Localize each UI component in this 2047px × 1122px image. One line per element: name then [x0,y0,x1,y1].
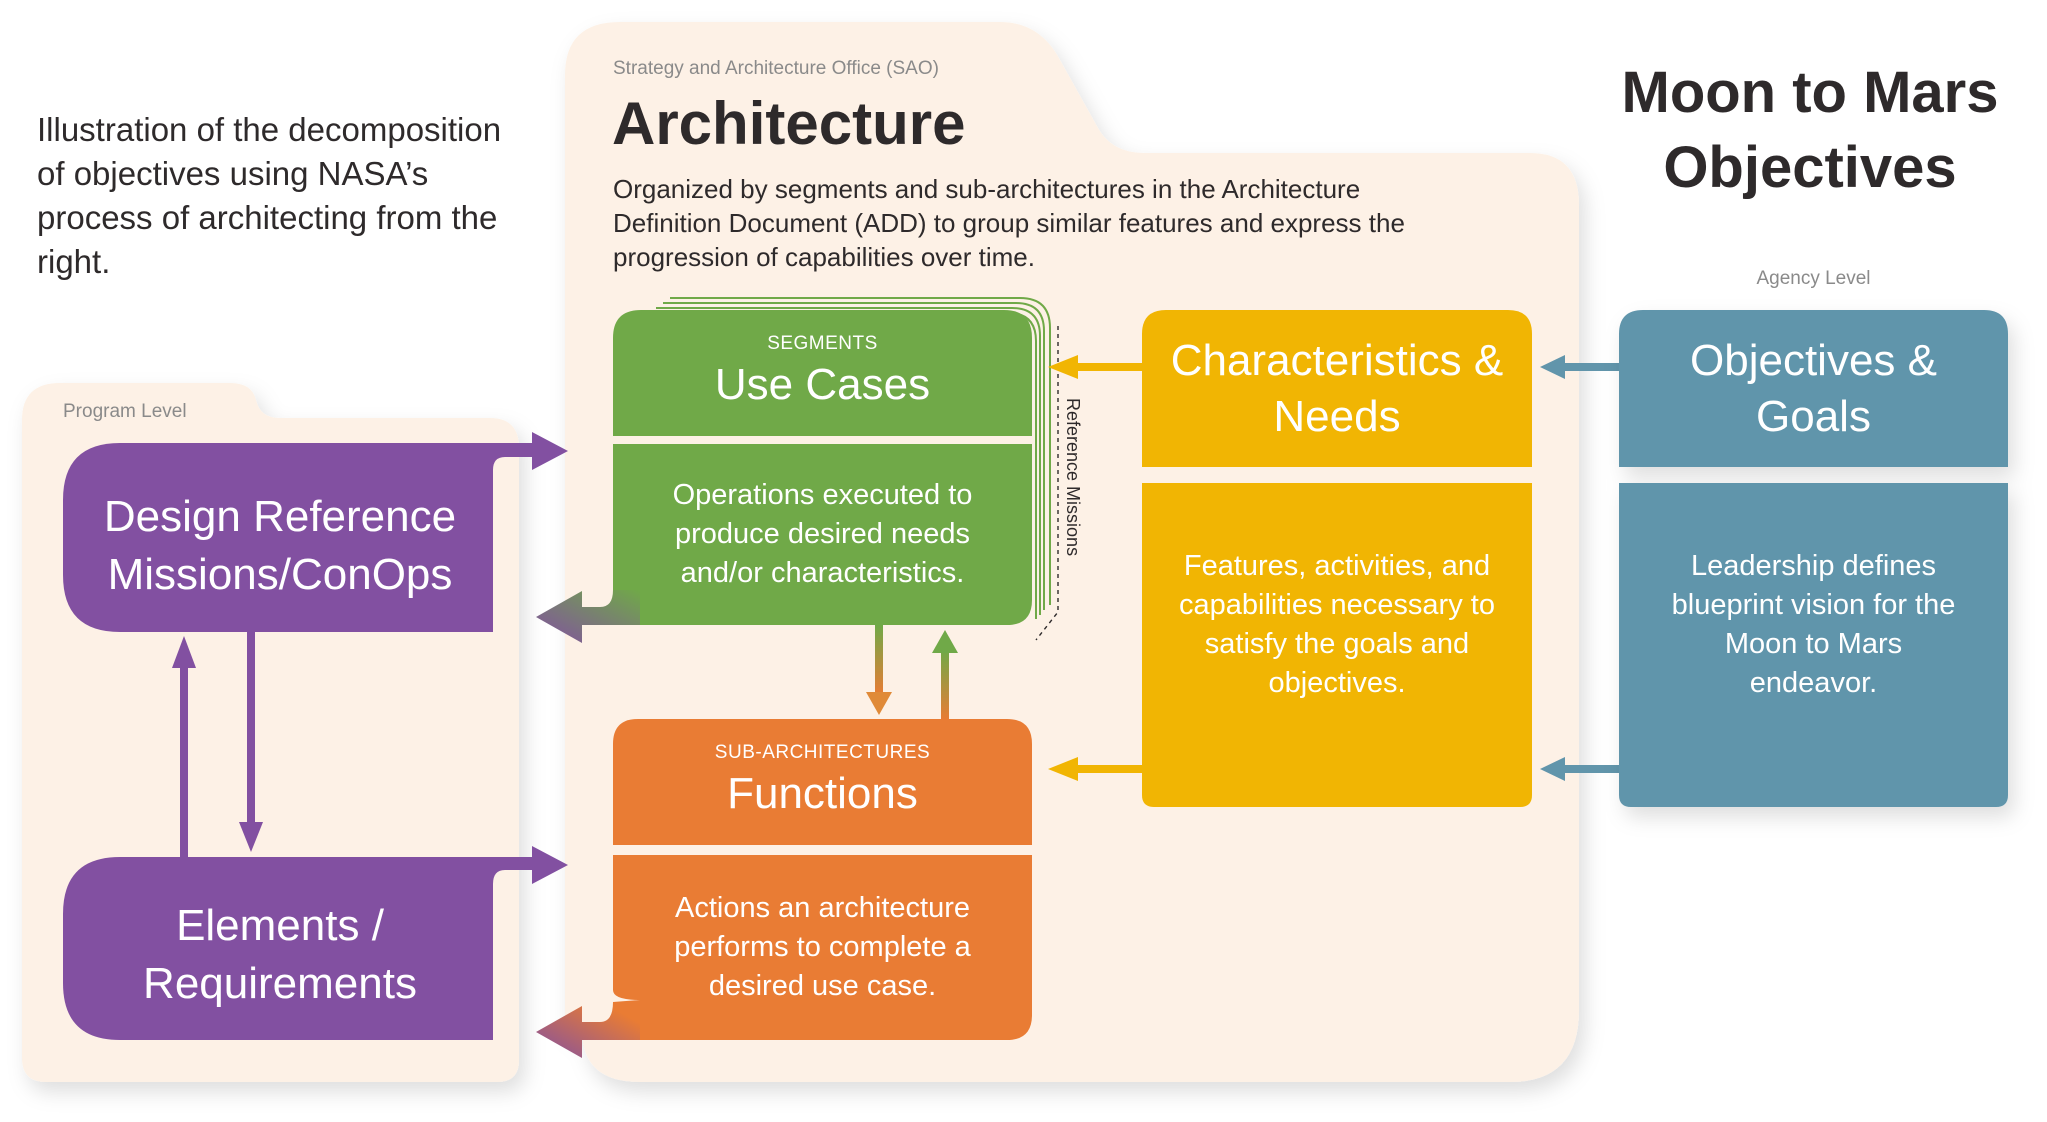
arrow-down-shaft [247,632,255,822]
arrow-up-head-fn [932,630,958,653]
objectives-body-bg [1619,483,2008,807]
functions-title: Functions [727,769,918,818]
arrow-down-head [239,822,263,852]
arrow-up-shaft [180,668,188,858]
objectives-head-bg [1619,310,2008,467]
architecture-heading: Architecture [612,90,966,157]
page-title: Moon to Mars Objectives [1621,60,1999,200]
reference-missions-label: Reference Missions [1063,398,1083,557]
arrow-usecases-to-drm [536,590,640,643]
functions-body-bg [613,855,1032,1040]
functions-head-bg [613,719,1032,845]
blue-arrows [1540,355,1620,781]
drm-label[interactable]: Design Reference Missions/ConOps [103,492,457,599]
drm-box [63,443,493,632]
use-cases-body: Operations executed to produce desired n… [672,479,973,589]
use-cases-card[interactable]: SEGMENTS Use Cases Operations executed t… [613,310,1032,625]
characteristics-card[interactable]: Characteristics & Needs Features, activi… [1142,310,1532,807]
arrow-down-shaft-uc [875,625,883,695]
intro-text: Illustration of the decomposition of obj… [37,111,502,280]
purple-arrows [172,432,568,884]
functions-card[interactable]: SUB-ARCHITECTURES Functions Actions an a… [613,719,1032,1040]
functions-header: SUB-ARCHITECTURES Functions [613,719,1032,845]
characteristics-body: Features, activities, and capabilities n… [1179,550,1495,699]
use-cases-eyebrow: SEGMENTS [767,333,878,354]
use-cases-body-bg [613,444,1032,625]
architecture-description: Organized by segments and sub-architectu… [613,174,1405,272]
elements-label[interactable]: Elements / Requirements [143,901,417,1008]
yellow-arrows [1048,355,1142,781]
elements-box [63,857,493,1040]
arrow-up-head [172,636,196,668]
characteristics-head-bg [1142,310,1532,467]
functions-body: Actions an architecture performs to comp… [674,892,971,1002]
agency-level-label: Agency Level [1756,268,1871,289]
use-cases-head-bg [613,310,1032,436]
arrow-down-head-uc [866,692,892,715]
office-label: Strategy and Architecture Office (SAO) [613,58,939,79]
arrow-drm-to-usecases [420,432,568,470]
use-cases-title: Use Cases [714,360,931,409]
arrow-elements-to-functions [420,846,568,884]
characteristics-body-bg [1142,483,1532,807]
objectives-title: Objectives & Goals [1690,335,1937,441]
characteristics-title: Characteristics & Needs [1170,335,1504,441]
program-level-label: Program Level [63,401,187,422]
arrow-up-shaft-fn [941,650,949,720]
objectives-body: Leadership defines blueprint vision for … [1671,550,1956,699]
objectives-card[interactable]: Objectives & Goals Leadership defines bl… [1619,310,2008,807]
arrow-functions-to-elements [536,1000,640,1058]
functions-eyebrow: SUB-ARCHITECTURES [714,742,931,763]
use-cases-header: SEGMENTS Use Cases [613,310,1032,436]
